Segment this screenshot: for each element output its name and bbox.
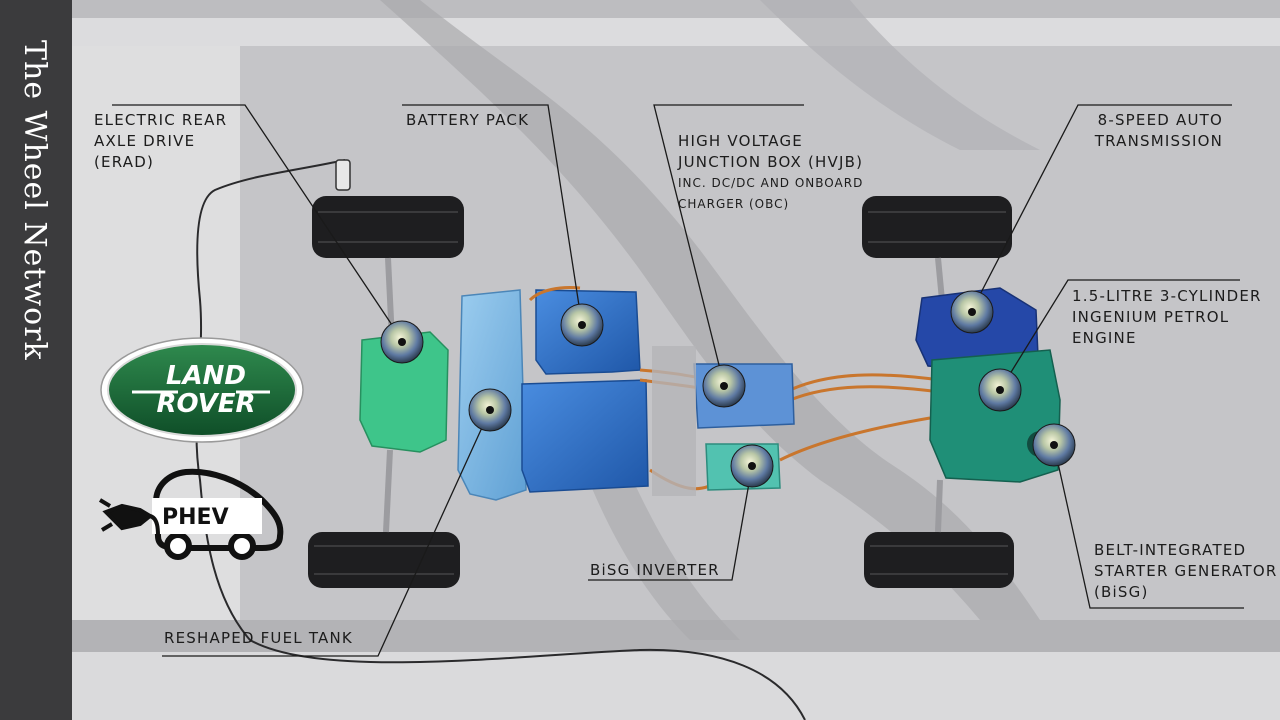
label-transmission: 8-SPEED AUTO TRANSMISSION — [1094, 111, 1223, 150]
label-bisg-inverter: BiSG INVERTER — [590, 561, 720, 579]
logo-text-rover: ROVER — [156, 389, 255, 419]
wheel-rear-left — [312, 196, 464, 258]
charging-plug — [335, 159, 351, 191]
wheels — [308, 196, 1014, 588]
center-frame — [652, 346, 696, 496]
phev-wheel-left-icon — [164, 532, 192, 560]
label-hvjb: HIGH VOLTAGE JUNCTION BOX (HVJB) INC. DC… — [678, 110, 863, 236]
charging-cable — [195, 159, 806, 720]
callout-markers — [380, 290, 1076, 488]
logo-text-land: LAND — [166, 361, 246, 391]
label-bisg: BELT-INTEGRATED STARTER GENERATOR (BiSG) — [1094, 541, 1278, 601]
wheel-front-left — [862, 196, 1012, 258]
label-hvjb-title: HIGH VOLTAGE JUNCTION BOX (HVJB) — [678, 132, 864, 171]
wheel-front-right — [864, 532, 1014, 588]
channel-name: The Wheel Network — [17, 40, 52, 361]
channel-watermark: The Wheel Network — [17, 40, 58, 680]
erad-unit — [359, 331, 449, 453]
wheel-rear-right — [308, 532, 460, 588]
channel-sidebar: The Wheel Network — [0, 0, 72, 720]
label-hvjb-sub: INC. DC/DC AND ONBOARD CHARGER (OBC) — [678, 176, 864, 211]
phev-badge: PHEV — [98, 468, 284, 560]
label-fuel-tank: RESHAPED FUEL TANK — [164, 629, 353, 647]
plug-cord — [149, 514, 160, 537]
engine-unit — [929, 349, 1061, 483]
label-engine: 1.5-LITRE 3-CYLINDER INGENIUM PETROL ENG… — [1072, 287, 1262, 347]
label-erad: ELECTRIC REAR AXLE DRIVE (ERAD) — [94, 111, 228, 171]
phev-wheel-right-icon — [228, 532, 256, 560]
label-battery-pack: BATTERY PACK — [406, 111, 530, 129]
floor-background — [72, 0, 1280, 720]
land-rover-logo: LAND ROVER — [100, 337, 304, 443]
phev-text: PHEV — [162, 505, 229, 530]
leader-lines — [112, 104, 1244, 657]
